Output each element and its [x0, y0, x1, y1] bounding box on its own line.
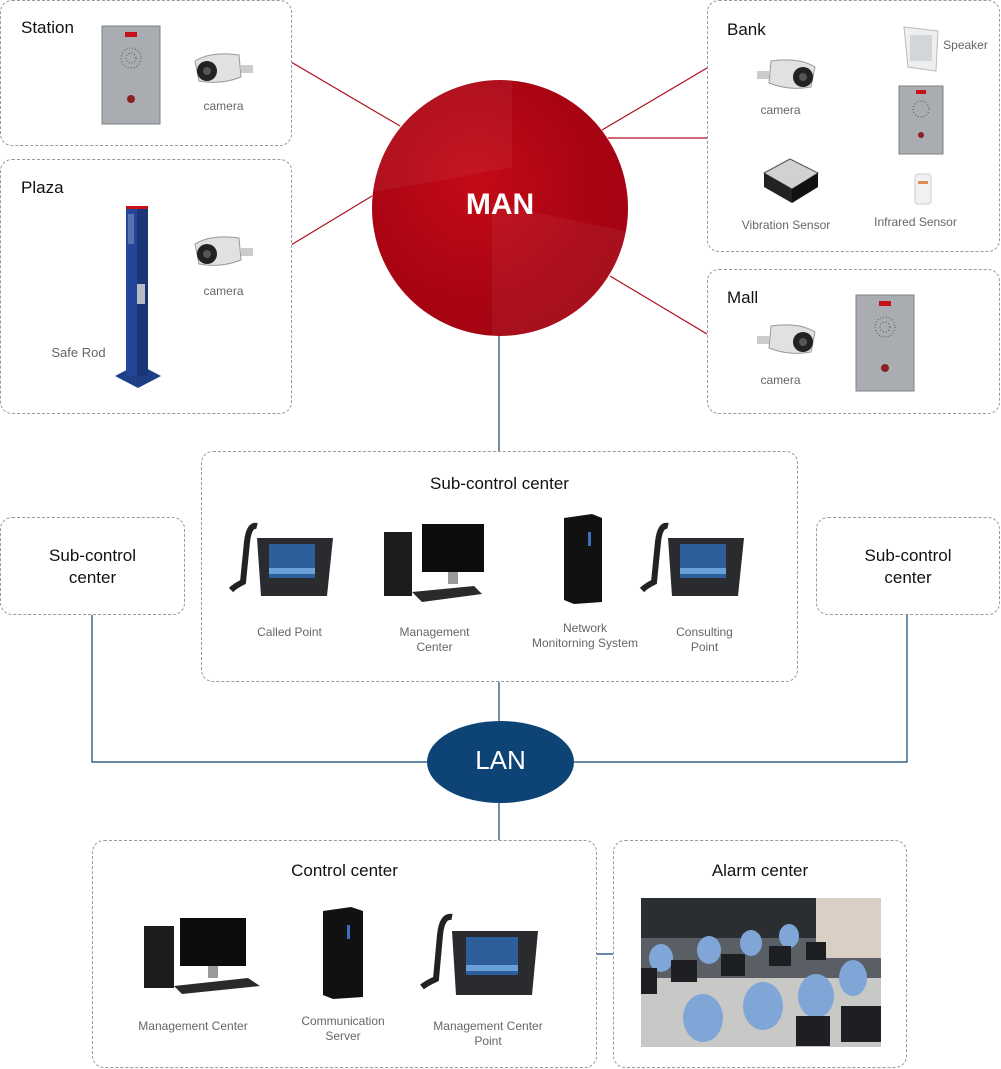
device-label: Consulting Point: [662, 625, 747, 655]
section-title: Control center: [291, 861, 398, 880]
section-title: Alarm center: [711, 861, 809, 880]
link-right-subcontrol-lan: [574, 614, 908, 763]
alarm-center-photo: [641, 898, 881, 1047]
label-line: Monitorning System: [531, 636, 639, 650]
intercom-panel-icon: [101, 25, 161, 125]
side-title: Sub-control center: [1, 545, 184, 589]
ip-phone-icon: [420, 913, 538, 995]
alarm-center: Alarm center: [613, 840, 907, 1068]
label-line: Point: [474, 1034, 502, 1048]
server-rack-icon: [564, 514, 602, 604]
control-center: Control center Management Center Communi…: [92, 840, 597, 1068]
device-label: Vibration Sensor: [741, 218, 831, 232]
intercom-panel-icon: [898, 85, 944, 155]
server-rack-icon: [323, 907, 363, 999]
link-left-subcontrol-lan: [91, 614, 427, 763]
ip-phone-icon: [639, 522, 744, 596]
label-line: Management Center: [433, 1019, 543, 1033]
lan-label: LAN: [475, 745, 526, 775]
man-label: MAN: [465, 188, 535, 221]
label-line: Communication: [301, 1014, 385, 1028]
vibration-sensor-icon: [762, 158, 820, 203]
title-line: Sub-control: [864, 546, 952, 565]
speaker-icon: [903, 26, 939, 72]
sub-control-center: Sub-control center Called Point Manageme…: [201, 451, 798, 682]
device-label: Speaker: [943, 38, 988, 52]
site-station: Station camera: [0, 0, 292, 146]
man-node: MAN: [372, 80, 628, 336]
site-title: Plaza: [21, 178, 64, 197]
ip-phone-icon: [228, 522, 333, 596]
site-title: Mall: [727, 288, 759, 307]
device-label: camera: [760, 103, 801, 117]
label-line: Server: [325, 1029, 361, 1043]
side-title: Sub-control center: [817, 545, 999, 589]
device-label: camera: [203, 99, 244, 113]
camera-icon: [757, 324, 816, 354]
title-line: center: [884, 568, 932, 587]
title-line: center: [68, 568, 117, 587]
lan-node: LAN: [427, 721, 574, 803]
sub-control-center-left: Sub-control center: [0, 517, 185, 615]
site-plaza: Plaza camera Safe Rod: [0, 159, 292, 414]
safe-rod-icon: [115, 206, 161, 388]
device-label: Network Monitorning System: [520, 621, 650, 651]
device-label: camera: [760, 373, 801, 387]
site-mall: Mall camera: [707, 269, 1000, 414]
device-label: Communication Server: [288, 1014, 398, 1044]
sub-control-center-right: Sub-control center: [816, 517, 1000, 615]
infrared-sensor-icon: [914, 173, 932, 205]
label-line: Management: [399, 625, 470, 639]
label-line: Point: [690, 640, 719, 654]
device-label: Safe Rod: [51, 345, 106, 360]
label-line: Consulting: [676, 625, 733, 639]
device-label: Management Center: [138, 1019, 248, 1033]
lan-links: [91, 336, 908, 955]
site-title: Bank: [727, 20, 766, 39]
camera-icon: [757, 59, 816, 89]
camera-icon: [194, 53, 253, 83]
device-label: Management Center Point: [418, 1019, 558, 1049]
site-bank: Bank camera Speaker Vibration Sensor Inf…: [707, 0, 1000, 252]
device-label: Infrared Sensor: [874, 215, 957, 229]
title-line: Sub-control: [49, 546, 136, 565]
desktop-pc-icon: [144, 918, 260, 994]
site-title: Station: [21, 18, 74, 37]
camera-icon: [194, 236, 253, 266]
intercom-panel-icon: [855, 294, 915, 392]
desktop-pc-icon: [384, 524, 484, 602]
device-label: Called Point: [257, 625, 322, 639]
label-line: Network: [562, 621, 607, 635]
section-title: Sub-control center: [430, 474, 569, 493]
device-label: camera: [203, 284, 244, 298]
label-line: Center: [416, 640, 453, 654]
device-label: Management Center: [387, 625, 482, 655]
